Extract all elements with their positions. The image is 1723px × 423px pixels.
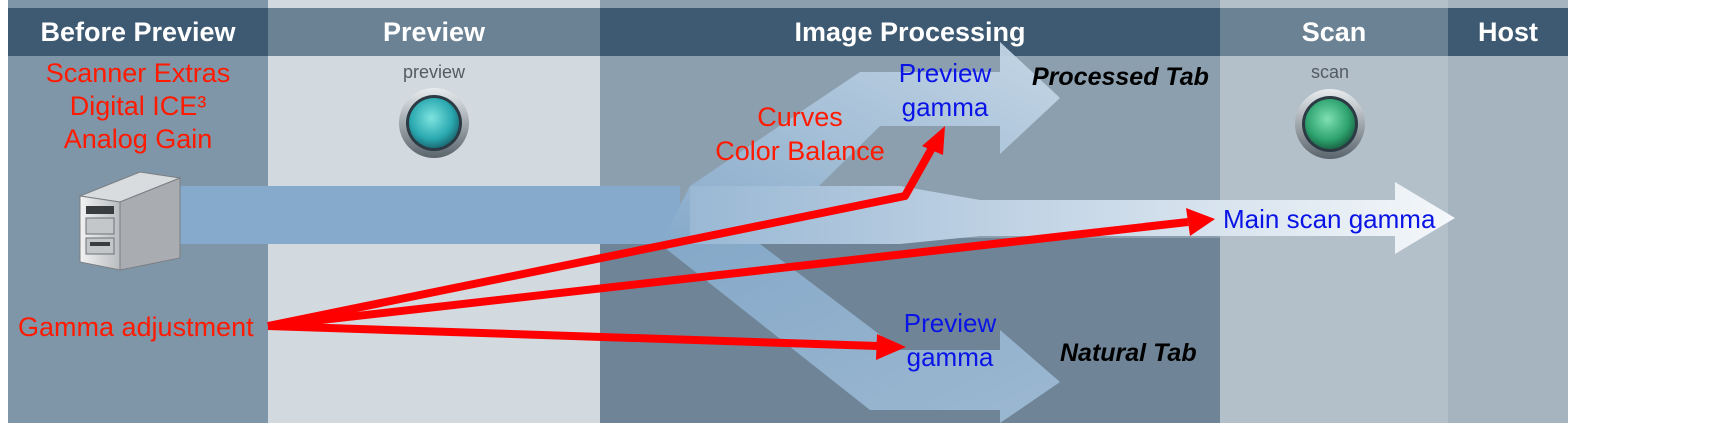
digital-ice-label: Digital ICE³ [69,91,207,121]
header-preview: Preview [268,8,600,56]
processed-preview-label: Preview [898,58,992,88]
header-scan: Scan [1220,8,1448,56]
natural-tab-label: Natural Tab [1060,339,1197,367]
gamma-adjustment-label: Gamma adjustment [18,312,254,342]
natural-gamma-label: gamma [906,342,994,372]
processed-tab-label: Processed Tab [1032,63,1209,91]
red-arrow-natural [267,322,879,350]
header-before-preview: Before Preview [8,8,268,56]
natural-preview-label: Preview [903,308,997,338]
scanner-extras-label: Scanner Extras [45,58,231,88]
header-host: Host [1448,8,1568,56]
right-margin [1568,0,1723,423]
red-arrow-main-scan [267,218,1189,330]
main-scan-gamma-label: Main scan gamma [1223,204,1436,234]
curves-label: Curves [757,102,843,132]
preview-indicator-icon [399,88,469,158]
preview-indicator-label: preview [402,62,466,82]
scan-indicator-label: scan [1310,62,1350,82]
analog-gain-label: Analog Gain [63,124,213,154]
host-panel [1448,0,1568,423]
flow-band-main [160,186,680,244]
scanner-device-icon [78,171,182,271]
processed-gamma-label: gamma [901,92,989,122]
header-image-processing: Image Processing [600,8,1220,56]
red-arrows [267,126,1215,360]
red-arrow-processed [267,146,936,330]
scan-indicator-icon [1295,89,1365,159]
flow-branch-natural [660,244,1060,423]
color-balance-label: Color Balance [715,136,885,166]
